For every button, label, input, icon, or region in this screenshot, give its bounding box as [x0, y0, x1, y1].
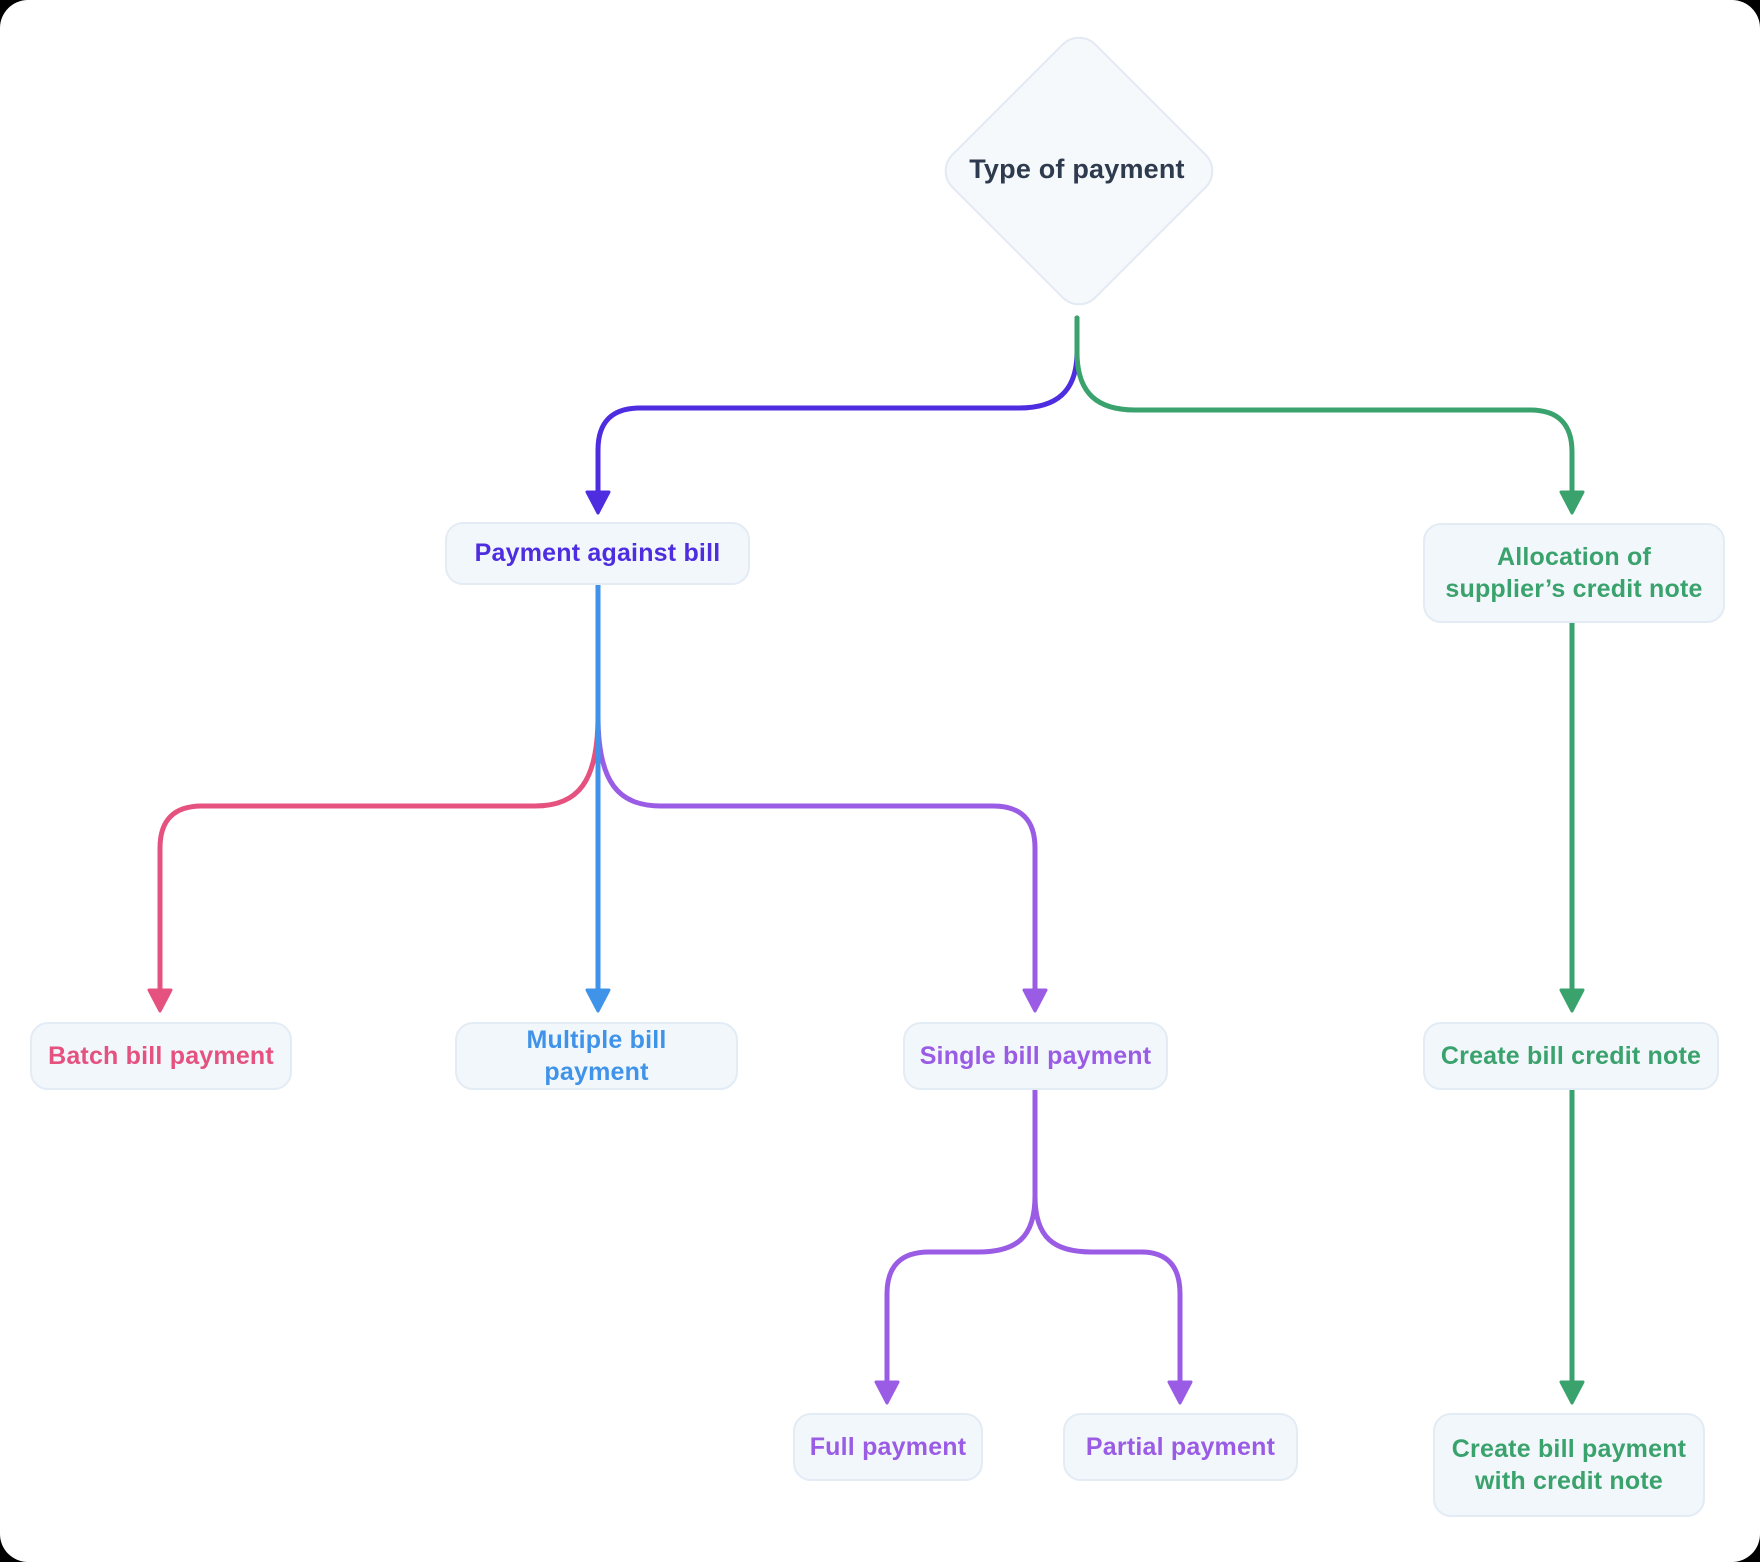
node-label: Payment against bill — [474, 539, 721, 568]
arrowhead-down-icon — [147, 988, 173, 1013]
node-multiple-bill-payment: Multiple bill payment — [455, 1022, 738, 1090]
edge-path — [1074, 315, 1575, 495]
node-label: Allocation of supplier’s credit note — [1445, 542, 1703, 604]
edge-payment-against-bill-to-multiple — [585, 582, 611, 1013]
edge-path — [157, 687, 601, 993]
edge-create-credit-note-to-create-payment — [1559, 1087, 1585, 1405]
edge-root-to-allocation — [1074, 315, 1585, 515]
arrowhead-down-icon — [585, 490, 611, 515]
arrowhead-down-icon — [874, 1380, 900, 1405]
edge-payment-against-bill-to-batch — [147, 687, 601, 1013]
node-create-bill-credit-note: Create bill credit note — [1423, 1022, 1719, 1090]
node-partial-payment: Partial payment — [1063, 1413, 1298, 1481]
edge-payment-against-bill-to-single — [595, 687, 1048, 1013]
arrowhead-down-icon — [1559, 1380, 1585, 1405]
edge-single-to-partial-payment — [1032, 1087, 1193, 1405]
node-label: Multiple bill payment — [526, 1025, 667, 1087]
node-full-payment: Full payment — [793, 1413, 983, 1481]
node-label: Full payment — [809, 1432, 967, 1461]
arrowhead-down-icon — [1559, 988, 1585, 1013]
node-label: Create bill credit note — [1440, 1041, 1702, 1070]
arrowhead-down-icon — [585, 988, 611, 1013]
arrowhead-down-icon — [1022, 988, 1048, 1013]
node-label: Single bill payment — [919, 1041, 1152, 1070]
node-single-bill-payment: Single bill payment — [903, 1022, 1168, 1090]
node-label: Partial payment — [1085, 1432, 1276, 1461]
node-label: Batch bill payment — [48, 1041, 274, 1070]
edge-path — [884, 1087, 1038, 1385]
arrowhead-down-icon — [1559, 490, 1585, 515]
node-allocation-of-suppliers-credit-note: Allocation of supplier’s credit note — [1423, 523, 1725, 623]
edge-root-to-payment-against-bill — [585, 315, 1080, 515]
edge-allocation-to-create-credit-note — [1559, 620, 1585, 1013]
node-label: Type of payment — [969, 153, 1185, 184]
edge-single-to-full-payment — [874, 1087, 1038, 1405]
node-type-of-payment: Type of payment — [937, 140, 1217, 198]
node-label: Create bill payment with credit note — [1451, 1434, 1687, 1496]
edge-path — [595, 315, 1080, 495]
node-batch-bill-payment: Batch bill payment — [30, 1022, 292, 1090]
edge-path — [595, 687, 1038, 993]
node-payment-against-bill: Payment against bill — [445, 522, 750, 585]
edge-path — [1032, 1087, 1183, 1385]
node-create-bill-payment-with-credit-note: Create bill payment with credit note — [1433, 1413, 1705, 1517]
arrowhead-down-icon — [1167, 1380, 1193, 1405]
